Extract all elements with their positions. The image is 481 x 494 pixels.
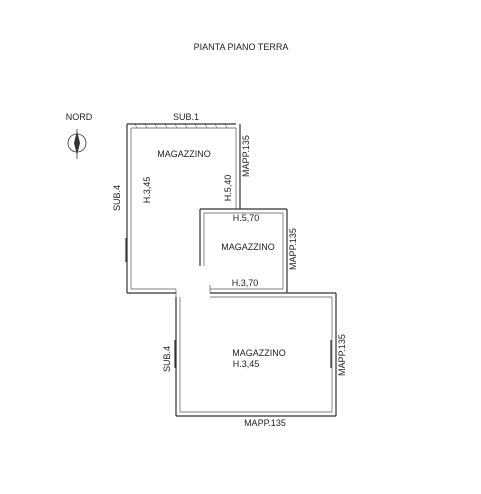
room-3-label: MAGAZZINO (232, 348, 286, 358)
h540-label: H.5,40 (223, 175, 233, 202)
sub4-top-label: SUB.4 (112, 185, 122, 211)
room-1-label: MAGAZZINO (157, 149, 211, 159)
plan-title: PIANTA PIANO TERRA (194, 42, 289, 52)
room-1-height: H.3,45 (142, 177, 152, 204)
room-2-height: H.5,70 (233, 213, 260, 223)
north-compass-icon: NORD (66, 112, 93, 159)
sub1-label: SUB.1 (173, 112, 199, 122)
mapp-right-label: MAPP.135 (337, 334, 347, 376)
lower-room-walls (125, 238, 337, 417)
north-label: NORD (66, 112, 93, 122)
mapp-top-label: MAPP.135 (241, 135, 251, 177)
room-3-height: H.3,45 (233, 359, 260, 369)
mapp-bottom-label: MAPP.135 (244, 418, 286, 428)
mapp-mid-label: MAPP.135 (288, 228, 298, 270)
room-2-label: MAGAZZINO (221, 242, 275, 252)
sub4-bottom-label: SUB.4 (162, 346, 172, 372)
wall-hatching (134, 123, 228, 129)
h370-label: H.3,70 (232, 278, 259, 288)
